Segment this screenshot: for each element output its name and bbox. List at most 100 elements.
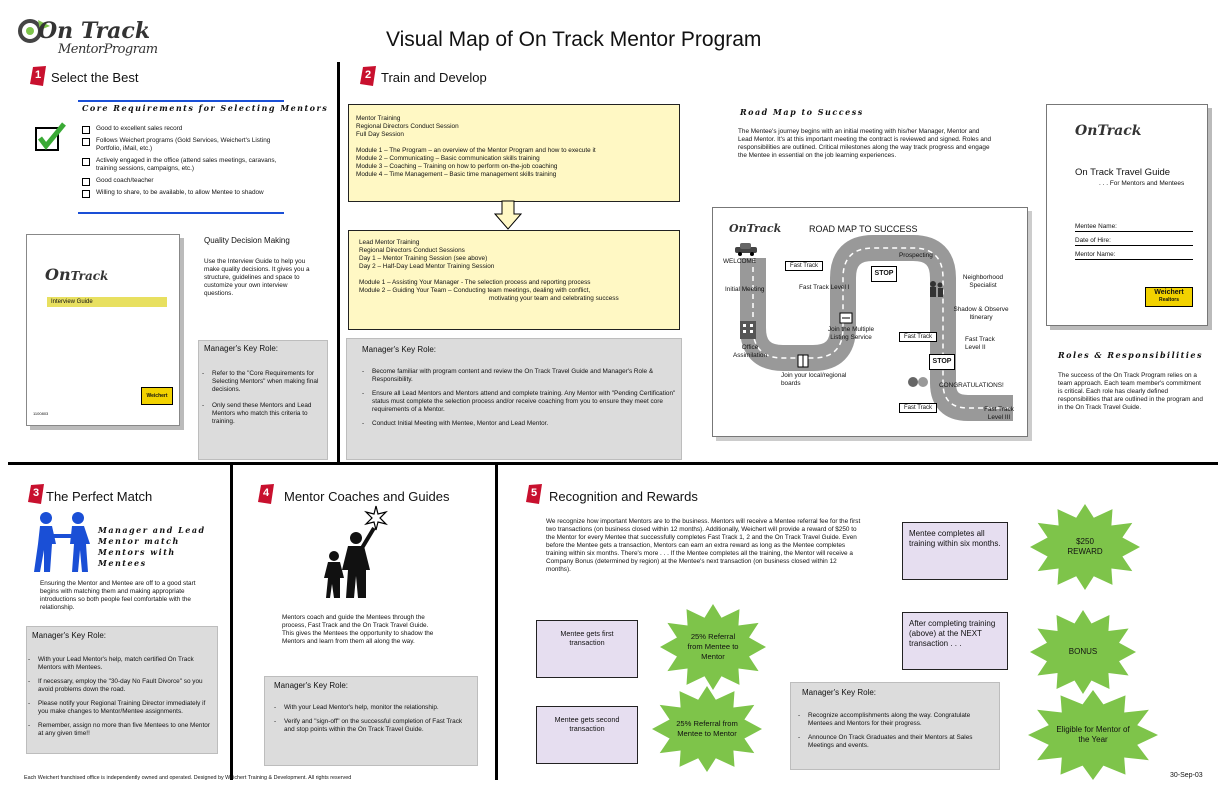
list-item: Conduct Initial Meeting with Mentee, Men… bbox=[360, 420, 678, 428]
list-item: Verify and "sign-off" on the successful … bbox=[272, 718, 468, 734]
s3-manager-role-label: Manager's Key Role: bbox=[32, 631, 107, 640]
list-item: Good to excellent sales record bbox=[82, 125, 282, 134]
field-mentee-name: Mentee Name: bbox=[1075, 223, 1193, 232]
travel-guide-subtitle: . . . For Mentors and Mentees bbox=[1099, 180, 1185, 187]
weichert-logo: Weichert bbox=[141, 387, 173, 405]
map-join-mls: Join the Multiple Listing Service bbox=[827, 326, 875, 341]
divider-vertical-top bbox=[337, 62, 340, 464]
badge-3-number: 3 bbox=[33, 487, 40, 499]
lead-mentor-training-box: Lead Mentor Training Regional Directors … bbox=[348, 230, 680, 330]
core-requirements-list: Good to excellent sales record Follows W… bbox=[82, 125, 282, 201]
list-item: Announce On Track Graduates and their Me… bbox=[796, 734, 992, 750]
bonus-starburst: BONUS bbox=[1030, 610, 1136, 694]
badge-5-icon bbox=[526, 484, 542, 504]
badge-2-number: 2 bbox=[365, 69, 372, 81]
s4-manager-role-list: With your Lead Mentor's help, monitor th… bbox=[272, 704, 468, 736]
badge-4-icon bbox=[258, 484, 274, 504]
mentor-of-year-starburst: Eligible for Mentor of the Year bbox=[1028, 690, 1158, 780]
quality-heading: Quality Decision Making bbox=[204, 236, 290, 245]
map-welcome: WELCOME bbox=[723, 258, 757, 265]
lead-training-line: Day 1 – Mentor Training Session (see abo… bbox=[359, 255, 488, 262]
s1-manager-role-list: Refer to the "Core Requirements for Sele… bbox=[200, 370, 322, 428]
boards-icon bbox=[797, 354, 809, 368]
roles-heading: Roles & Responsibilities bbox=[1058, 350, 1203, 360]
s2-manager-role-list: Become familiar with program content and… bbox=[360, 368, 678, 430]
mentor-training-title: Mentor Training bbox=[356, 115, 401, 122]
list-item: If necessary, employ the "30-day No Faul… bbox=[26, 678, 212, 694]
list-item: Willing to share, to be available, to al… bbox=[82, 189, 282, 198]
list-item: Only send these Mentors and Lead Mentors… bbox=[200, 402, 322, 426]
map-fast-track-iii: Fast Track Level III bbox=[984, 406, 1014, 421]
booklet-logo: OnTrack bbox=[45, 265, 109, 284]
map-fast-track-3-box: Fast Track bbox=[899, 403, 938, 413]
booklet-title: Interview Guide bbox=[47, 297, 167, 307]
lead-training-line: Regional Directors Conduct Sessions bbox=[359, 247, 465, 254]
section-3-title: The Perfect Match bbox=[46, 489, 153, 504]
logo: On Track MentorProgram bbox=[10, 14, 160, 60]
list-item: Ensure all Lead Mentors and Mentors atte… bbox=[360, 390, 678, 414]
s5-manager-role-list: Recognize accomplishments along the way.… bbox=[796, 712, 992, 752]
footer-disclaimer: Each Weichert franchised office is indep… bbox=[24, 775, 352, 781]
travel-guide-title: On Track Travel Guide bbox=[1075, 167, 1171, 178]
coaching-figures-icon bbox=[324, 505, 388, 598]
badge-1-number: 1 bbox=[35, 69, 42, 81]
s5-text: We recognize how important Mentors are t… bbox=[546, 518, 861, 573]
stop-sign-icon: STOP bbox=[871, 266, 897, 282]
badge-2-icon bbox=[360, 66, 376, 86]
list-item: With your Lead Mentor's help, match cert… bbox=[26, 656, 212, 672]
mentor-training-line: Regional Directors Conduct Session bbox=[356, 123, 459, 130]
lead-module-line: motivating your team and celebrating suc… bbox=[489, 295, 619, 302]
office-building-icon bbox=[740, 321, 756, 339]
checkbox-icon bbox=[82, 126, 90, 134]
section-1-title: Select the Best bbox=[51, 70, 139, 85]
roadmap-title: ROAD MAP TO SUCCESS bbox=[809, 224, 918, 234]
module-line: Module 4 – Time Management – Basic time … bbox=[356, 171, 557, 178]
badge-4-number: 4 bbox=[263, 487, 270, 499]
booklet-footer-code: 1100803 bbox=[33, 411, 49, 416]
referral-1-starburst: 25% Referral from Mentee to Mentor bbox=[660, 604, 766, 690]
core-requirements-heading: Core Requirements for Selecting Mentors bbox=[82, 103, 329, 113]
core-requirements-box bbox=[78, 100, 284, 214]
lead-module-line: Module 2 – Guiding Your Team – Conductin… bbox=[359, 287, 591, 294]
referral-2-starburst: 25% Referral from Mentee to Mentor bbox=[652, 686, 762, 772]
road-path bbox=[740, 235, 1013, 421]
footer-date: 30-Sep-03 bbox=[1170, 772, 1203, 779]
list-item: Please notify your Regional Training Dir… bbox=[26, 700, 212, 716]
map-office-assimilation: Office Assimilation bbox=[732, 344, 768, 359]
s4-manager-role-label: Manager's Key Role: bbox=[274, 681, 349, 690]
roadmap-text: The Mentee's journey begins with an init… bbox=[738, 128, 992, 159]
s1-manager-role-box bbox=[198, 340, 328, 460]
list-item: Remember, assign no more than five Mente… bbox=[26, 722, 212, 738]
travel-guide-booklet: OnTrack On Track Travel Guide . . . For … bbox=[1046, 104, 1208, 326]
down-arrow-icon bbox=[494, 200, 522, 230]
logo-graphic bbox=[18, 19, 50, 43]
s4-text: Mentors coach and guide the Mentees thro… bbox=[282, 614, 434, 645]
mini-logo: OnTrack bbox=[729, 222, 782, 235]
completes-training-box: Mentee completes all training within six… bbox=[902, 522, 1008, 580]
divider-vertical-bottom-left bbox=[230, 462, 233, 780]
checkbox-icon bbox=[82, 190, 90, 198]
lead-training-line: Day 2 – Half-Day Lead Mentor Training Se… bbox=[359, 263, 495, 270]
map-fast-track-2-box: Fast Track bbox=[899, 332, 938, 342]
map-fast-track-l1: Fast Track Level I bbox=[799, 284, 850, 291]
second-transaction-box: Mentee gets second transaction bbox=[536, 706, 638, 764]
module-line: Module 1 – The Program – an overview of … bbox=[356, 147, 596, 154]
divider-horizontal bbox=[8, 462, 1218, 465]
module-line: Module 3 – Coaching – Training on how to… bbox=[356, 163, 558, 170]
s2-manager-role-label: Manager's Key Role: bbox=[362, 345, 437, 354]
list-item: Become familiar with program content and… bbox=[360, 368, 678, 384]
map-congrats: CONGRATULATIONS! bbox=[939, 382, 1004, 389]
reward-starburst: $250 REWARD bbox=[1030, 504, 1140, 590]
list-item: Refer to the "Core Requirements for Sele… bbox=[200, 370, 322, 394]
checkbox-icon bbox=[82, 158, 90, 166]
map-prospecting: Prospecting bbox=[899, 252, 933, 259]
map-shadow: Shadow & Observe Itinerary bbox=[953, 306, 1009, 321]
s5-manager-role-label: Manager's Key Role: bbox=[802, 688, 877, 697]
section-2-title: Train and Develop bbox=[381, 70, 487, 85]
map-fast-track-ii: Fast Track Level II bbox=[965, 336, 995, 351]
checkbox-icon bbox=[82, 178, 90, 186]
badge-1-icon bbox=[30, 66, 46, 86]
map-neighborhood: Neighborhood Specialist bbox=[962, 274, 1004, 289]
list-item: Follows Weichert programs (Gold Services… bbox=[82, 137, 282, 153]
list-item: Actively engaged in the office (attend s… bbox=[82, 157, 282, 173]
